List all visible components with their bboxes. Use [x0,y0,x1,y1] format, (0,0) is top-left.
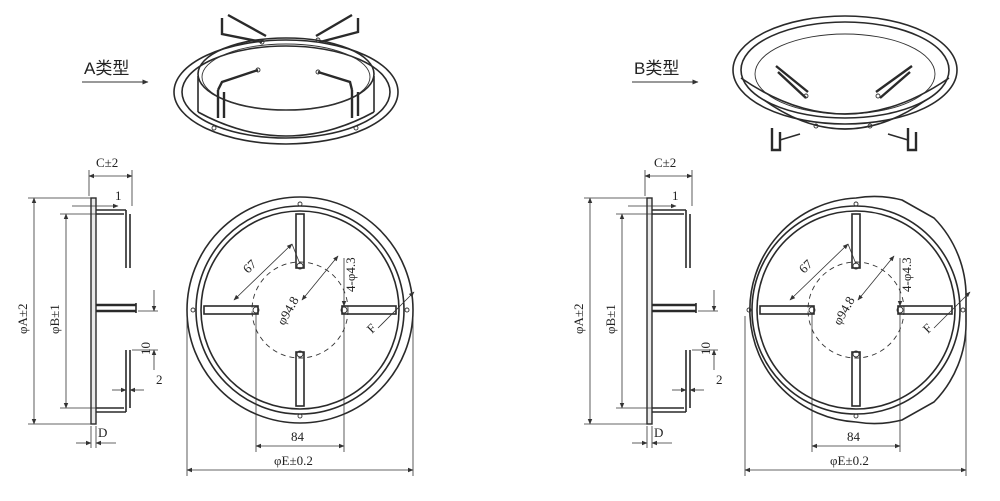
type-b-dim-948: φ94.8 [830,294,858,328]
type-b-dim-f: F [920,320,936,336]
type-b-dim-67: 67 [796,256,816,276]
type-a-dim-c: C±2 [96,155,118,170]
type-b-dim-two: 2 [716,372,723,387]
type-a-label: A类型 [84,59,129,78]
type-a-drawing: A类型 [15,13,415,476]
type-b-dim-84: 84 [847,429,861,444]
type-a-front-view: 67 φ94.8 4-φ4.3 F 84 φE±0.2 [186,196,415,476]
type-b-dim-d: D [654,425,663,440]
type-b-dim-a: φA±2 [571,303,586,334]
type-a-dim-two: 2 [156,372,163,387]
type-b-dim-ten: 10 [698,342,713,355]
type-a-dim-e: φE±0.2 [274,453,313,468]
type-a-dim-a: φA±2 [15,303,30,334]
type-a-dim-b: φB±1 [47,304,62,334]
type-a-dim-43: 4-φ4.3 [343,257,358,292]
type-b-dim-one: 1 [672,188,679,203]
type-b-label: B类型 [634,59,679,78]
type-b-dim-43: 4-φ4.3 [899,257,914,292]
type-b-dim-e: φE±0.2 [830,453,869,468]
type-a-isometric-view [173,13,399,145]
type-a-dim-f: F [364,320,380,336]
type-b-side-section: C±2 1 φA±2 φB±1 10 2 D [571,155,723,448]
type-a-dim-84: 84 [291,429,305,444]
type-a-dim-one: 1 [115,188,122,203]
type-a-side-section: C±2 1 φA±2 φB±1 10 2 D [15,155,163,448]
type-a-dim-d: D [98,425,107,440]
type-b-drawing: B类型 [571,15,971,476]
type-a-dim-ten: 10 [138,342,153,355]
type-b-dim-b: φB±1 [603,304,618,334]
type-a-dim-948: φ94.8 [274,294,302,328]
type-a-dim-67: 67 [240,256,260,276]
type-b-dim-c: C±2 [654,155,676,170]
type-b-isometric-view [732,15,958,152]
type-b-front-view: 67 φ94.8 4-φ4.3 F 84 φE±0.2 [744,195,971,476]
